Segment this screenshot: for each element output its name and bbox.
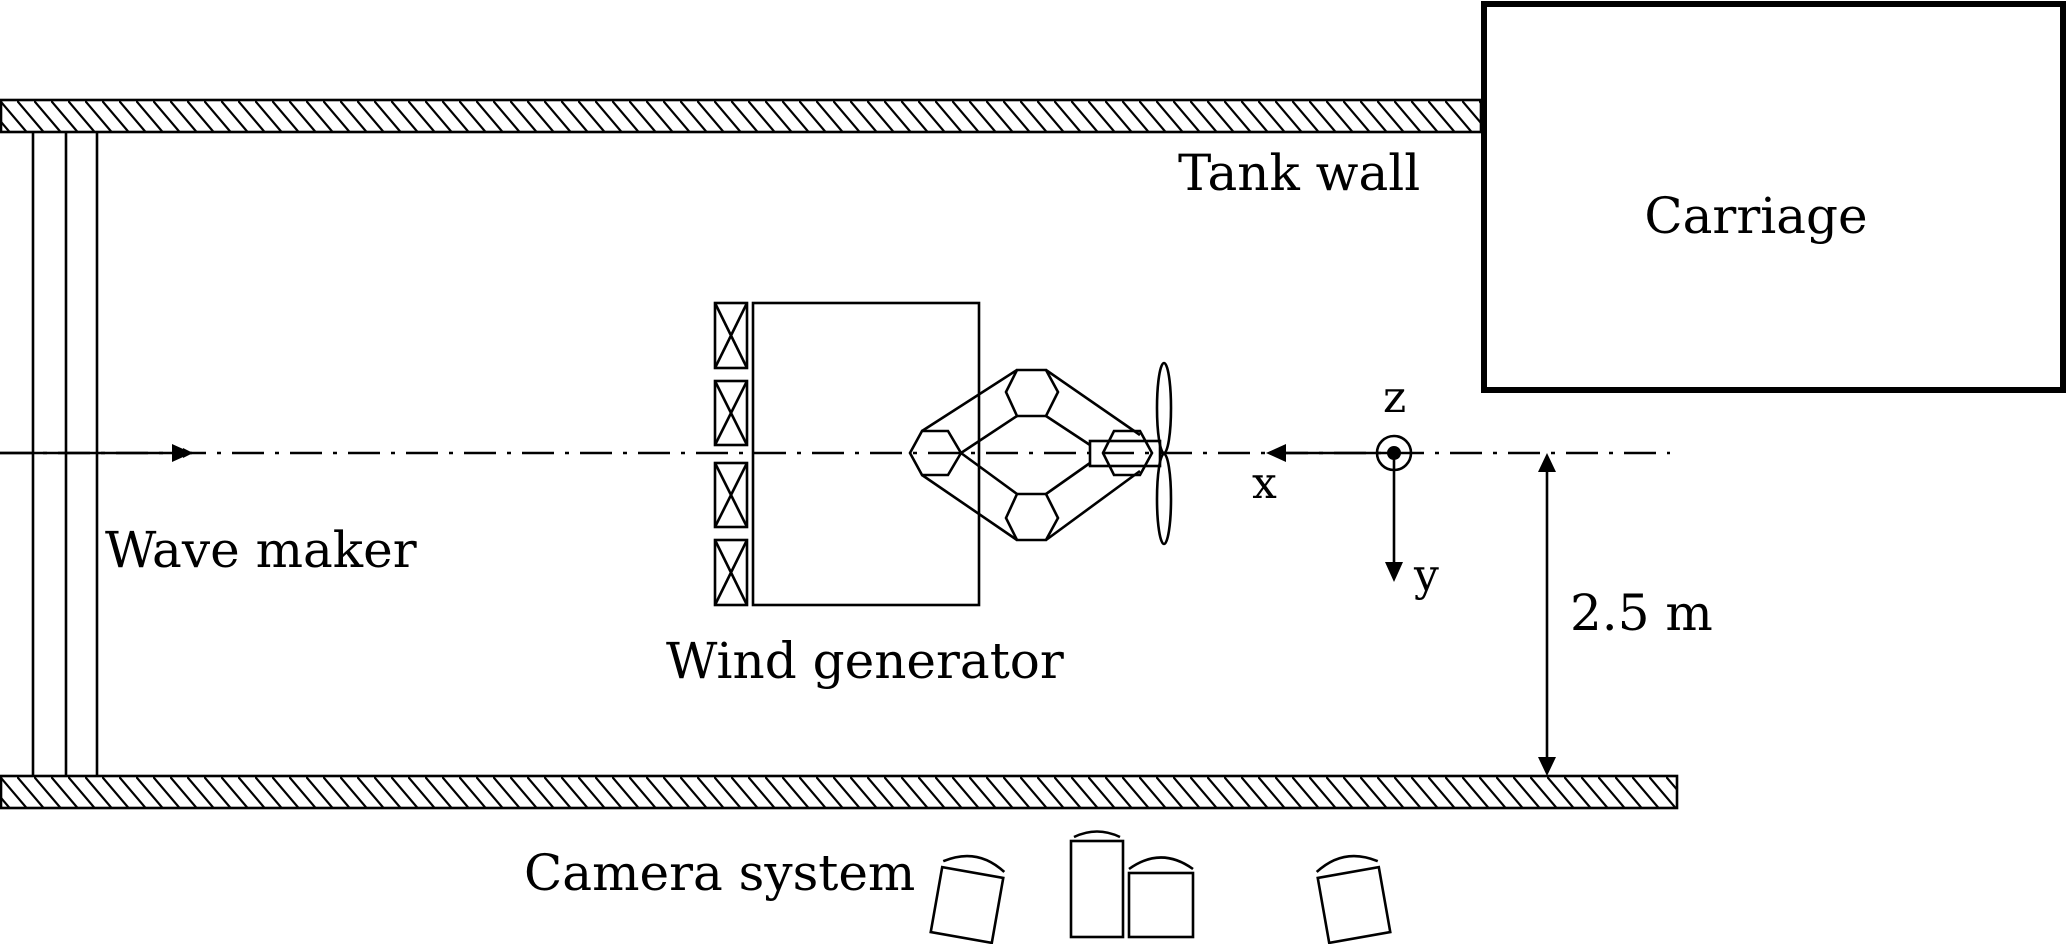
carriage-label: Carriage [1644,187,1867,245]
camera-icon [929,854,1006,944]
distance-label: 2.5 m [1570,584,1713,642]
y-axis-arrowhead [1385,562,1403,582]
rotor-blade [1155,452,1173,546]
platform-column [1004,368,1060,418]
coordinate-system [1266,434,1413,582]
camera-system [929,830,1392,944]
x-axis-arrowhead [1266,444,1286,462]
carriage [1481,1,2066,393]
platform-column [1101,429,1154,477]
fan-unit [713,461,749,529]
rotor [1155,361,1173,546]
dimension-2-5m [1538,453,1556,776]
camera-system-label: Camera system [524,844,915,902]
fan-unit [713,538,749,607]
origin-dot [1387,446,1401,460]
wind-generator-body [751,301,981,607]
nacelle [1088,439,1162,468]
z-axis-out-of-plane-icon [1375,434,1413,472]
x-axis-label: x [1252,458,1277,509]
tank-wall-top [0,98,1483,134]
floating-platform [908,368,1162,542]
tank-wall-label: Tank wall [1178,144,1420,202]
rotor-blade [1155,361,1173,455]
camera-icon [1315,854,1392,944]
platform-column [1004,492,1060,542]
wind-generator [713,301,981,607]
fan-unit [713,301,749,370]
platform-column [908,429,963,477]
camera-icon [1127,856,1195,939]
y-axis-label: y [1413,550,1439,601]
wind-generator-label: Wind generator [666,632,1064,690]
wave-direction-arrowhead [172,444,192,462]
tank-wall-bottom [0,774,1679,810]
wave-maker-label: Wave maker [105,521,417,579]
z-axis-label: z [1383,372,1406,423]
camera-icon [1069,830,1125,939]
fan-unit [713,379,749,447]
